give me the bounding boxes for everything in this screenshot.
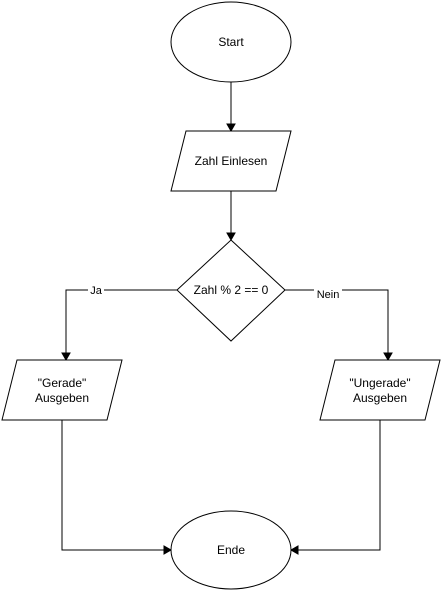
node-end-label: Ende (217, 543, 245, 557)
node-odd-output-label-line2: Ausgeben (353, 391, 407, 405)
node-end: Ende (170, 510, 292, 590)
node-input-label: Zahl Einlesen (195, 154, 268, 168)
edge-input-to-decision (226, 191, 236, 242)
node-decision-label: Zahl % 2 == 0 (194, 283, 269, 297)
node-odd-output-label-line1: "Ungerade" (349, 376, 410, 390)
node-even-output-label-line1: "Gerade" (38, 376, 87, 390)
edge-odd-to-end (289, 420, 381, 555)
edge-even-to-end (61, 420, 173, 555)
node-input: Zahl Einlesen (170, 130, 292, 192)
node-even-output: "Gerade" Ausgeben (1, 359, 123, 421)
edge-decision-yes: Ja (61, 284, 177, 362)
node-start-label: Start (218, 35, 244, 49)
edge-label-yes: Ja (90, 285, 103, 297)
node-odd-output: "Ungerade" Ausgeben (319, 359, 441, 421)
node-decision: Zahl % 2 == 0 (176, 239, 286, 342)
edge-start-to-input (226, 82, 236, 133)
edge-decision-no: Nein (285, 288, 393, 362)
node-even-output-label-line2: Ausgeben (35, 391, 89, 405)
edge-label-no: Nein (317, 289, 340, 301)
node-start: Start (170, 1, 292, 83)
